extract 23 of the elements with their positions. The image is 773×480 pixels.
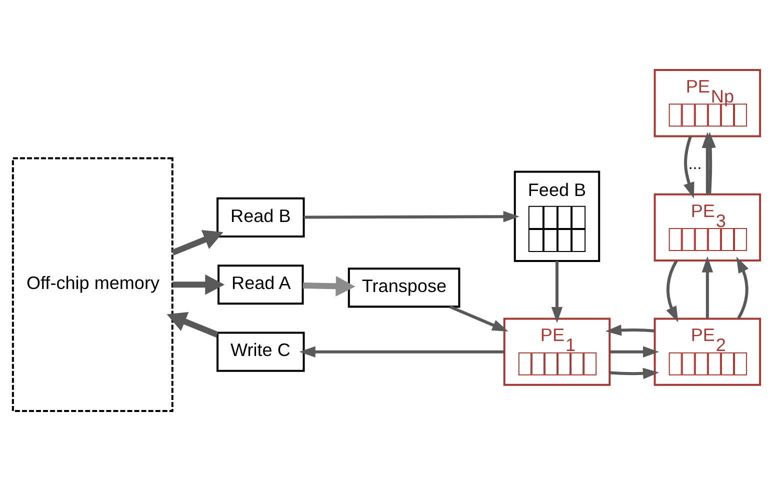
arrow [610,346,660,357]
arrow [302,275,356,296]
node-box: Off-chip memory [12,156,174,412]
node-box: Transpose [348,267,460,308]
arrow [166,312,218,337]
arrow [702,256,714,318]
node-box: Write C [216,331,305,372]
arrow [449,304,508,332]
arrow [605,324,655,336]
arrow [610,367,660,379]
node-box: Read A [218,264,304,304]
arrow [172,229,224,255]
node-box: Read B [216,196,305,237]
arrow [304,210,520,222]
arrow [172,274,225,294]
arrow [704,131,716,194]
node-box: Feed B [514,170,600,262]
arrow [666,260,678,322]
edge-label: ... [688,154,702,173]
arrow [684,136,694,198]
arrow [736,256,749,319]
arrow [551,260,563,323]
arrow [299,346,504,357]
